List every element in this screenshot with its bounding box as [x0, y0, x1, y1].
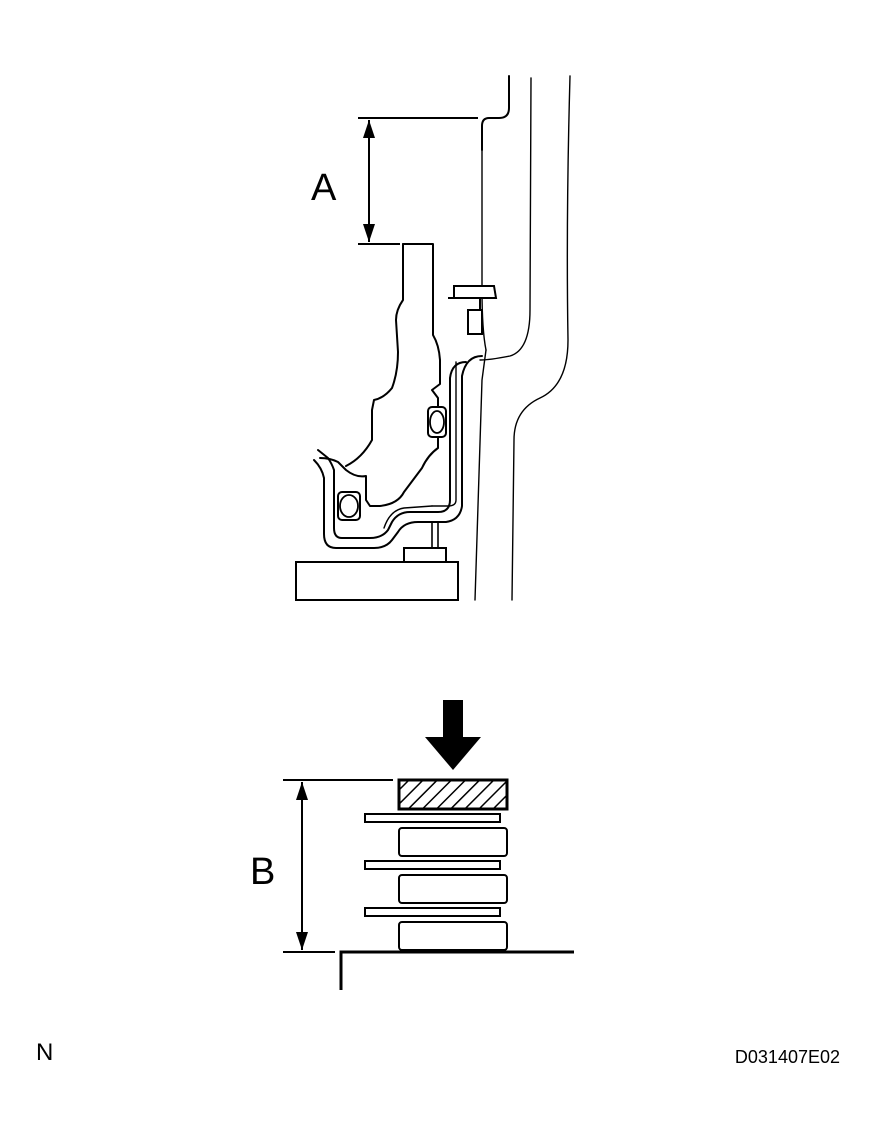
- upper-cross-section: A: [295, 75, 571, 601]
- piston-body: [319, 243, 441, 507]
- clutch-disc-2: [398, 874, 508, 904]
- spring-retainer: [383, 505, 433, 529]
- clutch-plate-1: [364, 813, 501, 823]
- piston-body-left: [345, 243, 404, 467]
- housing-inner-line-2: [479, 77, 532, 361]
- dimension-a-arrow-up: [363, 120, 375, 138]
- shaft-line-left: [474, 349, 487, 601]
- clutch-disc-3: [398, 921, 508, 951]
- hatched-block-icon: [397, 778, 509, 811]
- dimension-b-arrow-up: [296, 782, 308, 800]
- dimension-b-arrow-down: [296, 932, 308, 950]
- corner-mark: N: [36, 1039, 53, 1066]
- dimension-a-arrow-down: [363, 224, 375, 242]
- lower-clutch-pack: B: [250, 700, 574, 990]
- arrow-down-icon: [425, 700, 481, 770]
- inner-sleeve-outer: [317, 361, 467, 539]
- plunger-head: [403, 547, 447, 563]
- inner-sleeve-mid: [431, 361, 457, 507]
- snap-ring: [453, 285, 498, 299]
- snap-ring-stem: [448, 297, 483, 335]
- inner-sleeve-inner: [313, 355, 483, 549]
- o-ring-lower-core: [339, 494, 359, 518]
- housing-outer-line: [511, 75, 571, 601]
- housing-outer-wall: [481, 75, 510, 151]
- clutch-plate-2: [364, 860, 501, 870]
- clutch-disc-1: [398, 827, 508, 857]
- dimension-a-label: A: [311, 167, 337, 209]
- dimension-b-label: B: [250, 851, 275, 893]
- clutch-plate-3: [364, 907, 501, 917]
- o-ring-lower: [337, 491, 361, 521]
- base-block: [295, 561, 459, 601]
- support-surface: [339, 950, 574, 990]
- figure-code: D031407E02: [735, 1047, 840, 1067]
- o-ring-upper-core: [429, 410, 445, 434]
